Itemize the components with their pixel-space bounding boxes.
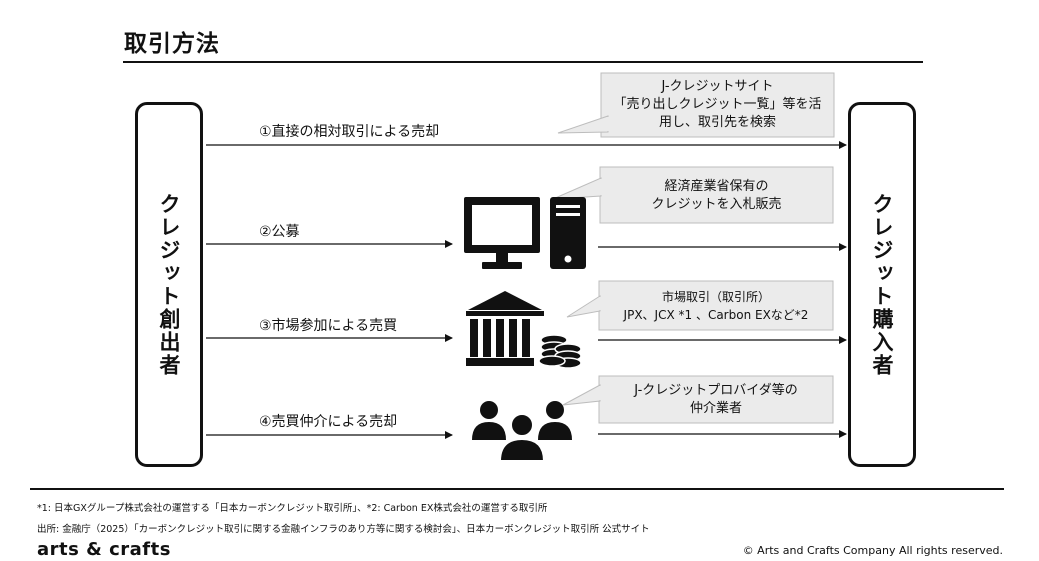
title-divider — [123, 61, 923, 63]
source-note: 出所: 金融庁（2025）「カーボンクレジット取引に関する金融インフラのあり方等… — [37, 524, 650, 535]
seller-box: クレジット創出者 — [135, 102, 203, 467]
callout-direct-text: J-クレジットサイト 「売り出しクレジット一覧」等を活 用し、取引先を検索 — [601, 78, 834, 132]
callout-broker-line: 仲介業者 — [689, 401, 742, 416]
callout-market-trading — [566, 280, 834, 331]
callout-market-line: 市場取引（取引所） — [661, 290, 770, 304]
callout-direct-line: 「売り出しクレジット一覧」等を活 — [613, 97, 822, 112]
company-logo: arts & crafts — [37, 539, 171, 560]
computer-icon — [464, 197, 586, 269]
footer-divider — [30, 488, 1004, 490]
callout-broker-line: J-クレジットプロバイダ等の — [634, 383, 798, 398]
callout-public-text: 経済産業省保有の クレジットを入札販売 — [600, 178, 833, 214]
seller-label: クレジット創出者 — [157, 192, 181, 377]
callout-broker-text: J-クレジットプロバイダ等の 仲介業者 — [599, 382, 833, 418]
callout-public-line: 経済産業省保有の — [664, 179, 769, 194]
callout-public-offering — [552, 166, 834, 224]
method-label-market: ③市場参加による売買 — [259, 318, 398, 334]
buyer-label: クレジット購入者 — [870, 192, 894, 377]
buyer-box: クレジット購入者 — [848, 102, 916, 467]
callout-market-line: JPX、JCX *1 、Carbon EXなど*2 — [623, 308, 809, 322]
method-label-direct: ①直接の相対取引による売却 — [259, 124, 440, 140]
method-label-public: ②公募 — [259, 224, 300, 240]
people-icon — [472, 401, 572, 462]
callout-direct-line: 用し、取引先を検索 — [658, 115, 776, 130]
callout-direct-sale — [557, 72, 835, 138]
bank-coins-icon — [466, 291, 582, 369]
method-label-broker: ④売買仲介による売却 — [259, 414, 398, 430]
copyright: © Arts and Crafts Company All rights res… — [742, 544, 1003, 557]
callout-brokerage — [562, 375, 834, 424]
callout-market-text: 市場取引（取引所） JPX、JCX *1 、Carbon EXなど*2 — [599, 288, 833, 324]
callout-public-line: クレジットを入札販売 — [651, 197, 782, 212]
page-title: 取引方法 — [124, 31, 220, 57]
callout-direct-line: J-クレジットサイト — [661, 79, 774, 94]
footnote: *1: 日本GXグループ株式会社の運営する「日本カーボンクレジット取引所」、*2… — [37, 503, 548, 514]
